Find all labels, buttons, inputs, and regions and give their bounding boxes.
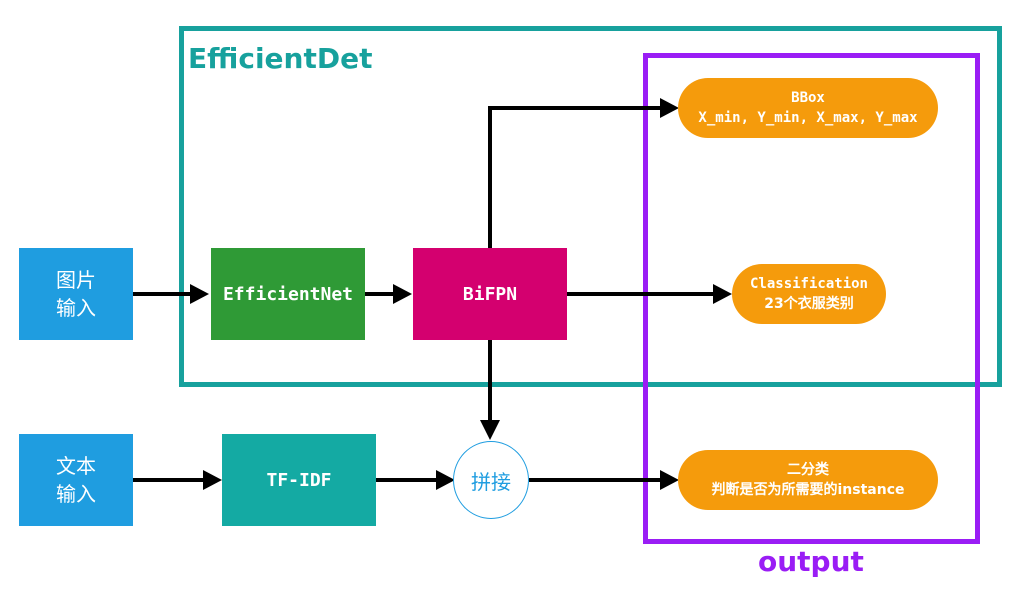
text-input-line1: 文本 <box>56 454 96 478</box>
tfidf-box: TF-IDF <box>222 434 376 526</box>
tfidf-label: TF-IDF <box>266 469 332 491</box>
bifpn-box: BiFPN <box>413 248 567 340</box>
output-frame <box>643 53 980 544</box>
text-input-box: 文本 输入 <box>19 434 133 526</box>
binary-output: 二分类 判断是否为所需要的instance <box>678 450 938 510</box>
bbox-line1: BBox <box>791 90 825 106</box>
binary-line1: 二分类 <box>787 462 829 478</box>
bifpn-label: BiFPN <box>462 283 518 305</box>
output-title: output <box>758 545 864 578</box>
bbox-line2: X_min, Y_min, X_max, Y_max <box>698 110 918 126</box>
binary-line2: 判断是否为所需要的instance <box>711 482 905 498</box>
efficientnet-box: EfficientNet <box>211 248 365 340</box>
image-input-line1: 图片 <box>56 268 96 292</box>
concat-node: 拼接 <box>453 441 529 519</box>
efficientdet-frame <box>179 26 1002 387</box>
classification-output: Classification 23个衣服类别 <box>732 264 886 324</box>
text-input-line2: 输入 <box>56 482 96 506</box>
arrow-bifpn-to-bbox <box>488 106 660 248</box>
image-input-box: 图片 输入 <box>19 248 133 340</box>
bbox-output: BBox X_min, Y_min, X_max, Y_max <box>678 78 938 138</box>
concat-label: 拼接 <box>471 469 511 494</box>
image-input-line2: 输入 <box>56 296 96 320</box>
classification-line1: Classification <box>749 276 868 292</box>
classification-line2: 23个衣服类别 <box>764 296 854 312</box>
efficientnet-label: EfficientNet <box>222 283 354 305</box>
efficientdet-title: EfficientDet <box>188 42 373 75</box>
